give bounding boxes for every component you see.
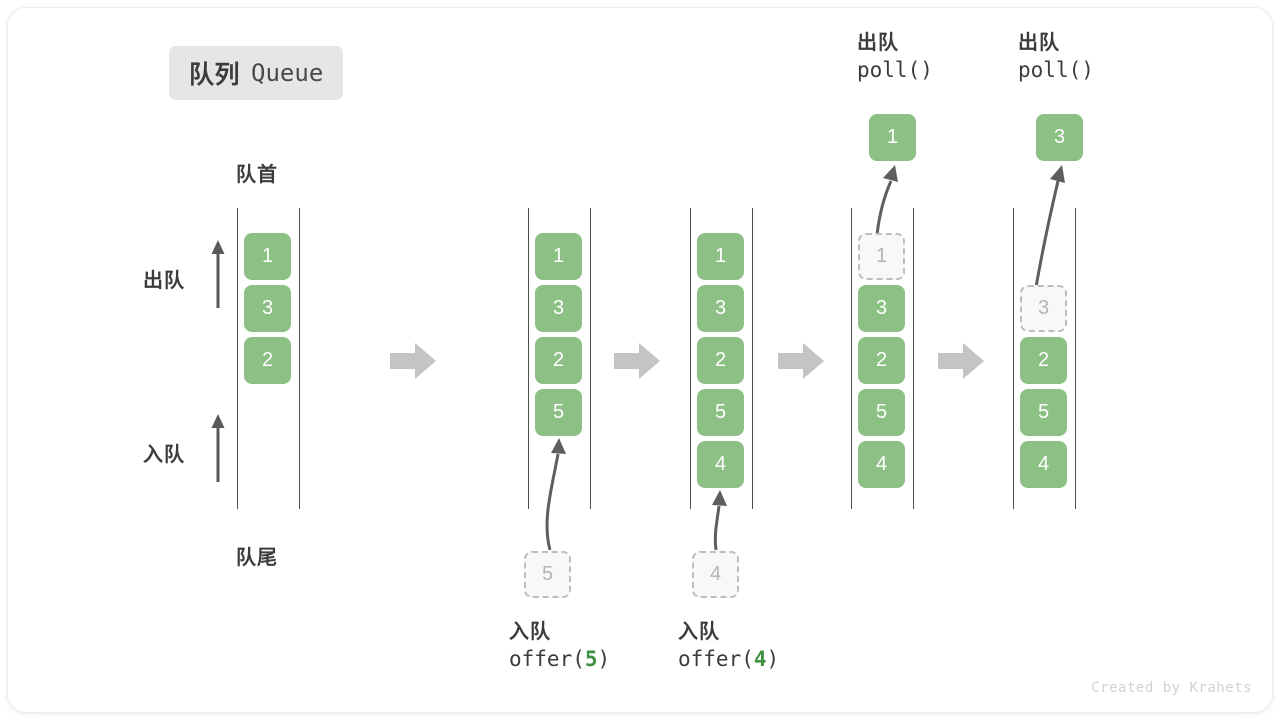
stage-2-incoming-ghost: 5 — [524, 551, 571, 598]
stage-4-slot-1: 3 — [858, 285, 905, 332]
stage-5-rail-left — [1013, 208, 1014, 509]
stage-5-caption-cn: 出队 — [1018, 32, 1060, 54]
stage-3-slot-3: 5 — [697, 389, 744, 436]
stage-2-code-arg: 5 — [584, 647, 598, 671]
stage-3-slot-0: 1 — [697, 233, 744, 280]
stage-3-code-prefix: offer( — [678, 647, 754, 671]
stage-3-slot-2: 2 — [697, 337, 744, 384]
diagram-card: 队列 Queue 队首 队尾 出队 入队 1 3 2 1 3 — [8, 8, 1272, 712]
stage-3-caption-cn: 入队 — [678, 621, 720, 643]
stage-4-caption-code: poll() — [857, 58, 933, 82]
stage-3-caption: 入队 offer(4) — [678, 620, 779, 673]
stage-4-caption-cn: 出队 — [857, 32, 899, 54]
stage-2-caption-cn: 入队 — [509, 621, 551, 643]
stage-2-slot-1: 3 — [535, 285, 582, 332]
stage-5-slot-1-ghost: 3 — [1020, 285, 1067, 332]
diagram-canvas: 队列 Queue 队首 队尾 出队 入队 1 3 2 1 3 — [8, 8, 1272, 712]
dequeue-direction-arrow-icon — [211, 240, 225, 308]
stage-5-caption-code: poll() — [1018, 58, 1094, 82]
stage-5-outgoing-value: 3 — [1036, 114, 1083, 161]
stage-4-outgoing-value: 1 — [869, 114, 916, 161]
stage-4-rail-right — [913, 208, 914, 509]
stage-2-slot-2: 2 — [535, 337, 582, 384]
stage-4-slot-3: 5 — [858, 389, 905, 436]
enqueue-direction-label: 入队 — [143, 444, 185, 466]
stage-5-caption: 出队 poll() — [1018, 31, 1094, 84]
stage-1-slot-1: 3 — [244, 285, 291, 332]
stage-3-slot-1: 3 — [697, 285, 744, 332]
stage-4-dequeue-motion-arrow-icon — [875, 165, 898, 236]
stage-5-slot-3: 5 — [1020, 389, 1067, 436]
stage-4-slot-0-ghost: 1 — [858, 233, 905, 280]
stage-transition-arrow-3-icon — [778, 343, 824, 379]
stage-transition-arrow-1-icon — [390, 343, 436, 379]
stage-5-rail-right — [1075, 208, 1076, 509]
stage-4-rail-left — [851, 208, 852, 509]
stage-5-slot-2: 2 — [1020, 337, 1067, 384]
stage-4-slot-2: 2 — [858, 337, 905, 384]
credit-text: Created by Krahets — [1091, 680, 1252, 696]
stage-3-rail-left — [690, 208, 691, 509]
stage-2-slot-0: 1 — [535, 233, 582, 280]
stage-2-caption-code: offer(5) — [509, 645, 610, 673]
stage-4-slot-4: 4 — [858, 441, 905, 488]
stage-5-slot-4: 4 — [1020, 441, 1067, 488]
stage-1-slot-2: 2 — [244, 337, 291, 384]
queue-tail-label: 队尾 — [236, 547, 278, 569]
stage-1-slot-0: 1 — [244, 233, 291, 280]
stage-3-incoming-ghost: 4 — [692, 551, 739, 598]
stage-1-rail-left — [237, 208, 238, 509]
stage-4-caption: 出队 poll() — [857, 31, 933, 84]
stage-2-slot-3: 5 — [535, 389, 582, 436]
dequeue-direction-label: 出队 — [143, 270, 185, 292]
stage-3-caption-code: offer(4) — [678, 645, 779, 673]
stage-2-rail-right — [590, 208, 591, 509]
stage-3-code-arg: 4 — [753, 647, 767, 671]
queue-head-label: 队首 — [236, 164, 278, 186]
stage-transition-arrow-4-icon — [938, 343, 984, 379]
stage-2-code-suffix: ) — [597, 647, 611, 671]
stage-5-dequeue-motion-arrow-icon — [1034, 165, 1065, 288]
stage-3-enqueue-motion-arrow-icon — [712, 490, 727, 551]
title-chinese: 队列 — [189, 61, 241, 89]
stage-transition-arrow-2-icon — [614, 343, 660, 379]
stage-3-slot-4: 4 — [697, 441, 744, 488]
stage-3-code-suffix: ) — [766, 647, 780, 671]
stage-3-rail-right — [752, 208, 753, 509]
stage-2-code-prefix: offer( — [509, 647, 585, 671]
stage-2-caption: 入队 offer(5) — [509, 620, 610, 673]
stage-1-rail-right — [299, 208, 300, 509]
title-badge: 队列 Queue — [169, 46, 344, 100]
enqueue-direction-arrow-icon — [211, 414, 225, 482]
stage-2-enqueue-motion-arrow-icon — [545, 438, 566, 551]
title-english: Queue — [251, 59, 324, 87]
stage-2-rail-left — [528, 208, 529, 509]
